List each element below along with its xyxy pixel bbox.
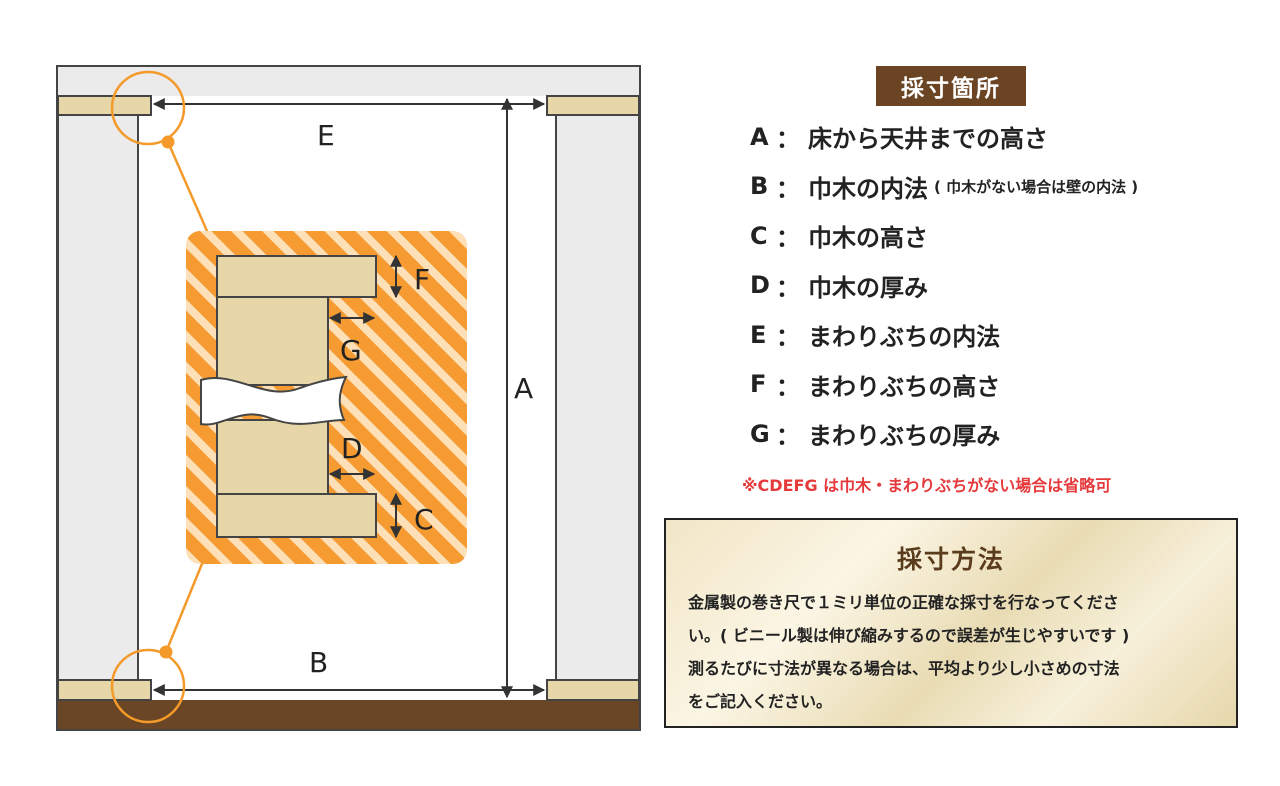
legend-text: まわりぶちの内法	[808, 323, 1001, 352]
detail-break-band	[200, 375, 348, 426]
method-line: 測るたびに寸法が異なる場合は、平均より少し小さめの寸法	[688, 659, 1120, 678]
legend-key: C	[750, 221, 768, 250]
legend-separator: ：	[776, 422, 800, 451]
legend-separator: ：	[776, 125, 800, 154]
legend-key: A	[750, 122, 769, 151]
legend-item-g: G： まわりぶちの厚み	[750, 409, 1138, 459]
legend-text: 巾木の厚み	[808, 273, 928, 302]
legend-separator: ：	[776, 174, 800, 203]
measurement-method-title: 採寸方法	[896, 545, 1005, 574]
dimension-g-label: G	[340, 334, 362, 367]
legend-item-c: C ： 巾木の高さ	[750, 211, 1138, 261]
legend-text: 巾木の高さ	[808, 224, 928, 253]
callout-circle-top	[110, 70, 186, 146]
dimension-f-label: F	[414, 263, 430, 296]
detail-wall-lower	[216, 419, 329, 495]
method-line: い。( ビニール製は伸び縮みするので誤差が生じやすいです )	[688, 626, 1130, 645]
callout-dot-bottom	[159, 645, 173, 659]
crown-moulding-left	[57, 95, 152, 116]
omit-note: ※CDEFG は巾木・まわりぶちがない場合は省略可	[742, 476, 1112, 495]
detail-baseboard	[216, 493, 377, 538]
legend-item-a: A： 床から天井までの高さ	[750, 112, 1138, 162]
method-line: 金属製の巻き尺で１ミリ単位の正確な採寸を行なってくださ	[688, 593, 1119, 612]
measurement-method-text: 金属製の巻き尺で１ミリ単位の正確な採寸を行なってくださ い。( ビニール製は伸び…	[688, 586, 1129, 718]
legend-key: G	[750, 419, 770, 448]
legend-text: まわりぶちの高さ	[808, 372, 1001, 401]
legend-item-b: B： 巾木の内法 ( 巾木がない場合は壁の内法 )	[750, 162, 1138, 212]
measurement-method-box: 採寸方法 金属製の巻き尺で１ミリ単位の正確な採寸を行なってくださ い。( ビニー…	[664, 518, 1238, 728]
legend-separator: ：	[776, 224, 800, 253]
measurement-legend: A：床から天井までの高さ B：巾木の内法( 巾木がない場合は壁の内法 ) C：巾…	[750, 112, 1138, 459]
dimension-a-label: A	[514, 372, 533, 405]
legend-separator: ：	[776, 323, 800, 352]
callout-connector-top	[166, 141, 216, 248]
legend-separator: ：	[776, 273, 800, 302]
baseboard-left	[57, 679, 152, 701]
callout-connector-bottom	[164, 553, 208, 653]
dimension-e-label: E	[317, 119, 335, 152]
legend-key: F	[750, 370, 767, 399]
legend-text: 巾木の内法	[808, 174, 928, 203]
callout-circle-bottom	[110, 648, 186, 724]
legend-text: 床から天井までの高さ	[808, 125, 1048, 154]
legend-key: B	[750, 172, 769, 201]
detail-wall-upper	[216, 296, 329, 386]
legend-item-f: F ： まわりぶちの高さ	[750, 360, 1138, 410]
detail-crown-moulding	[216, 255, 377, 298]
baseboard-right	[546, 679, 640, 701]
left-wall	[57, 95, 139, 681]
legend-item-e: E ： まわりぶちの内法	[750, 310, 1138, 360]
legend-key: E	[750, 320, 767, 349]
dimension-d-label: D	[341, 432, 363, 465]
legend-key: D	[750, 271, 770, 300]
legend-note: ( 巾木がない場合は壁の内法 )	[934, 177, 1139, 196]
crown-moulding-right	[546, 95, 640, 116]
legend-text: まわりぶちの厚み	[808, 422, 1001, 451]
callout-dot-top	[161, 135, 175, 149]
right-wall	[555, 95, 640, 681]
measurement-diagram: E B A F G D C	[56, 65, 641, 731]
floor	[58, 700, 639, 729]
measurement-points-title: 採寸箇所	[876, 66, 1026, 106]
dimension-b-label: B	[309, 646, 328, 679]
legend-separator: ：	[776, 372, 800, 401]
legend-item-d: D： 巾木の厚み	[750, 261, 1138, 311]
dimension-c-label: C	[414, 503, 434, 536]
method-line: をご記入ください。	[688, 692, 833, 711]
